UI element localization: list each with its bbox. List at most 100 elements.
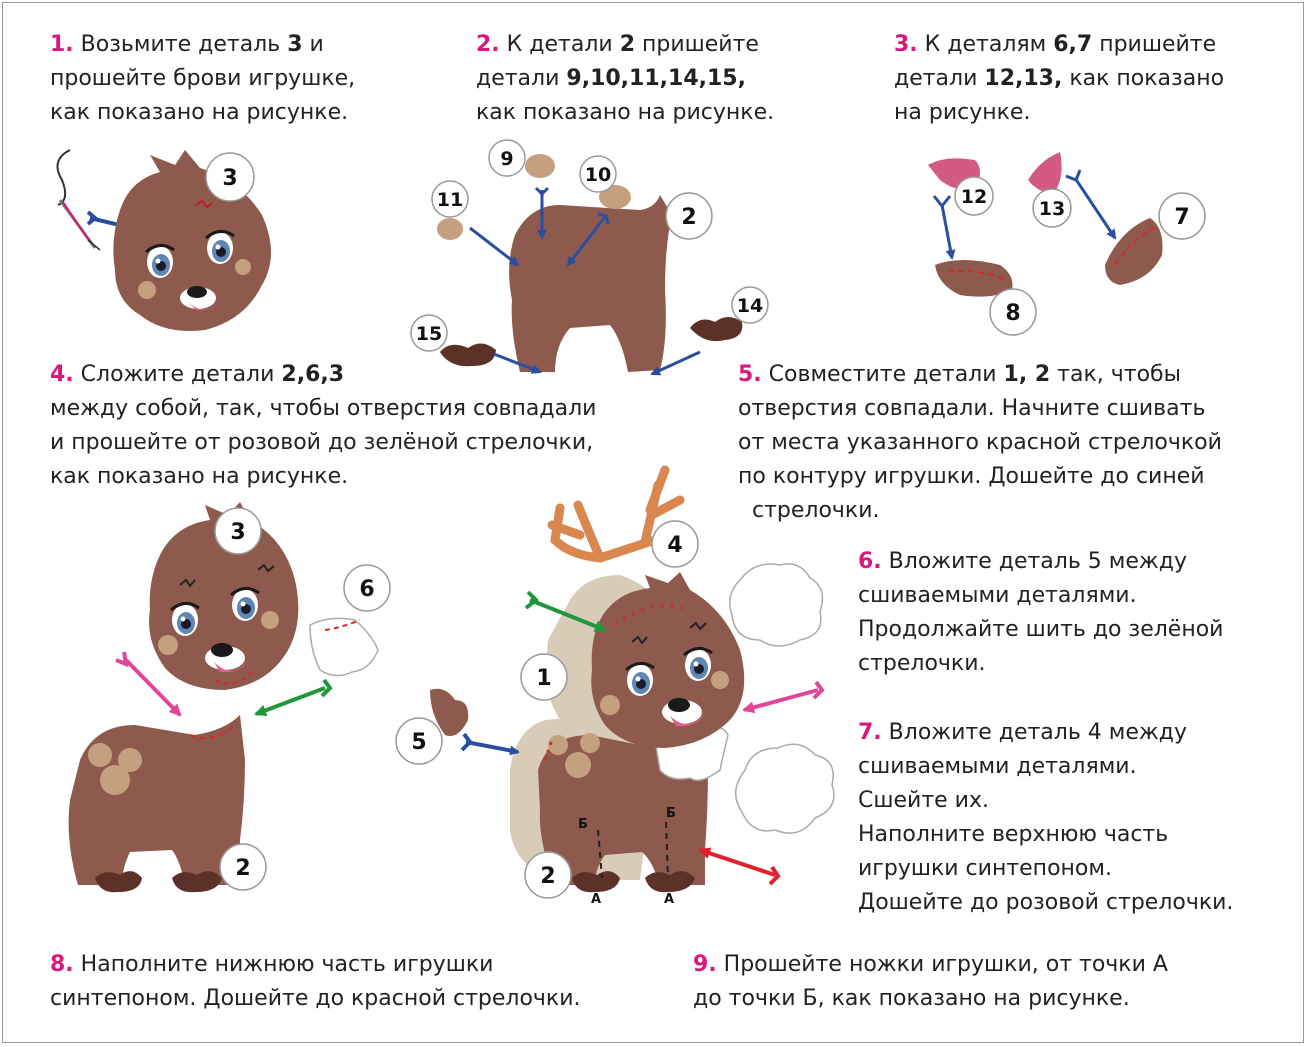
step-text-run: детали: [894, 66, 985, 91]
step4-illustration: [68, 502, 379, 893]
svg-text:6: 6: [359, 577, 374, 602]
step-text-run: Вложите деталь 4 между: [888, 720, 1187, 745]
step-number: 4.: [50, 362, 74, 387]
part-number-bold: 9,10,11,14,15,: [566, 66, 746, 91]
step-text-run: Возьмите деталь: [80, 32, 288, 57]
tail-part-5: [430, 688, 469, 736]
deer-body-part-2: [68, 715, 245, 885]
step-number: 5.: [738, 362, 762, 387]
step-text-run: Вложите деталь 5 между: [888, 549, 1187, 574]
svg-text:11: 11: [437, 189, 463, 211]
step-text-run: Сшейте их.: [858, 788, 989, 813]
step-6-text: 6. Вложите деталь 5 между сшиваемыми дета…: [858, 545, 1223, 681]
svg-text:9: 9: [500, 148, 513, 170]
ear-part-13: [1028, 152, 1062, 193]
svg-text:7: 7: [1174, 205, 1189, 230]
part-label: 3: [222, 166, 237, 191]
step-3-text: 3. К деталям 6,7 пришейте детали 12,13, к…: [894, 28, 1224, 130]
step-number: 8.: [50, 952, 74, 977]
deer-head-part-3: [149, 502, 299, 690]
svg-text:8: 8: [1005, 301, 1020, 326]
svg-text:14: 14: [737, 295, 763, 317]
ear-part-8: [935, 260, 1013, 297]
part-number-bold: 12,13,: [984, 66, 1063, 91]
step2-illustration: [437, 154, 743, 376]
step-text-run: как показано на рисунке.: [50, 464, 349, 489]
step-text-run: и прошейте от розовой до зелёной стрелоч…: [50, 430, 594, 455]
step-text-run: Наполните верхнюю часть: [858, 822, 1169, 847]
step-text-run: между собой, так, чтобы отверстия совпад…: [50, 396, 597, 421]
label-circle: 3: [205, 152, 255, 202]
step-text-run: на рисунке.: [894, 100, 1031, 125]
step-text-run: как показано на рисунке.: [476, 100, 775, 125]
hoof-part-15: [440, 343, 496, 367]
step-text-run: и: [302, 32, 324, 57]
step-text-run: К деталям: [924, 32, 1054, 57]
svg-text:4: 4: [667, 533, 682, 558]
svg-text:А: А: [591, 892, 601, 907]
svg-text:3: 3: [230, 520, 245, 545]
step-2-text: 2. К детали 2 пришейте детали 9,10,11,14,…: [476, 28, 774, 130]
svg-text:2: 2: [681, 205, 696, 230]
deer-head-part-3: [591, 572, 745, 748]
step-number: 6.: [858, 549, 882, 574]
step-text-run: Прошейте ножки игрушки, от точки А: [723, 952, 1168, 977]
svg-text:А: А: [664, 892, 674, 907]
step-text-run: сшиваемыми деталями.: [858, 754, 1137, 779]
step-number: 3.: [894, 32, 918, 57]
thread-icon: [56, 149, 71, 206]
svg-text:2: 2: [235, 856, 250, 881]
hoof-part-14: [690, 317, 743, 342]
step-text-run: К детали: [506, 32, 620, 57]
stuffing-icon: [735, 743, 835, 834]
step-number: 2.: [476, 32, 500, 57]
step-text-run: как показано на рисунке.: [50, 100, 349, 125]
svg-text:15: 15: [416, 323, 442, 345]
svg-text:13: 13: [1039, 198, 1065, 220]
step-text-run: по контуру игрушки. Дошейте до синей: [738, 464, 1205, 489]
svg-text:Б: Б: [578, 817, 588, 832]
part-10-shape: [599, 185, 631, 209]
part-11-shape: [437, 218, 463, 240]
step-text-run: Наполните нижнюю часть игрушки: [80, 952, 494, 977]
step-number: 9.: [693, 952, 717, 977]
step-text-run: синтепоном. Дошейте до красной стрелочки…: [50, 986, 581, 1011]
step-text-run: Продолжайте шить до зелёной: [858, 617, 1224, 642]
stuffing-icon: [729, 563, 824, 647]
step-text-run: стрелочки.: [738, 498, 880, 523]
deer-body-part-2: [509, 195, 672, 372]
step-text-run: Совместите детали: [768, 362, 1004, 387]
svg-text:10: 10: [585, 164, 611, 186]
step-text-run: игрушки синтепоном.: [858, 856, 1112, 881]
step-text-run: от места указанного красной стрелочкой: [738, 430, 1222, 455]
step-text-run: Сложите детали: [80, 362, 282, 387]
svg-text:5: 5: [411, 730, 426, 755]
step-text-run: Дошейте до розовой стрелочки.: [858, 890, 1234, 915]
svg-text:12: 12: [961, 186, 987, 208]
step-8-text: 8. Наполните нижнюю часть игрушки синтепо…: [50, 948, 581, 1016]
step-text-run: пришейте: [1092, 32, 1217, 57]
part-number-bold: 3: [287, 32, 303, 57]
part-number-bold: 6,7: [1053, 32, 1093, 57]
antler-part-4: [547, 465, 685, 563]
step5-illustration: Б Б А А: [430, 465, 835, 907]
step-7-text: 7. Вложите деталь 4 между сшиваемыми дета…: [858, 716, 1233, 920]
step-text-run: так, чтобы: [1050, 362, 1181, 387]
step-text-run: сшиваемыми деталями.: [858, 583, 1137, 608]
part-number-bold: 1, 2: [1003, 362, 1051, 387]
step-text-run: как показано: [1062, 66, 1225, 91]
svg-text:2: 2: [540, 864, 555, 889]
step-number: 7.: [858, 720, 882, 745]
collar-part-6: [309, 617, 379, 677]
part-9-shape: [525, 154, 555, 178]
step-text-run: пришейте: [635, 32, 759, 57]
step-text-run: детали: [476, 66, 567, 91]
step-text-run: прошейте брови игрушке,: [50, 66, 356, 91]
part-number-bold: 2: [619, 32, 635, 57]
